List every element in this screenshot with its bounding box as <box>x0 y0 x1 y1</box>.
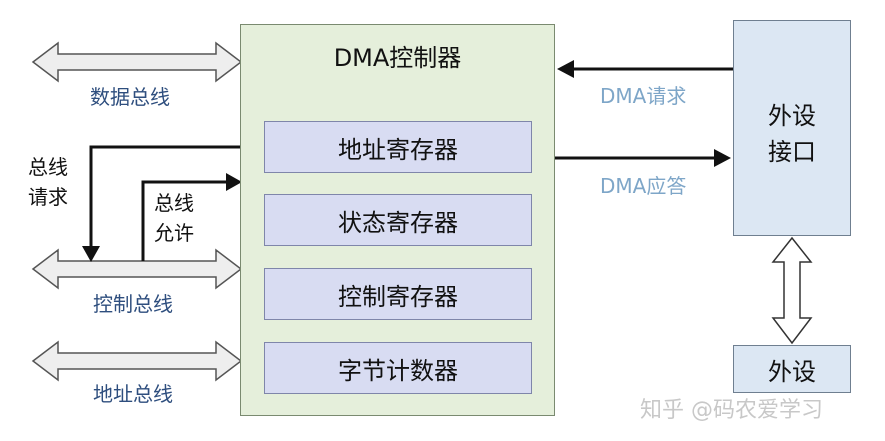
bus-grant-label-line1: 总线 <box>154 191 194 215</box>
data-bus-label: 数据总线 <box>90 85 170 109</box>
address-register: 地址寄存器 <box>264 121 532 173</box>
address-bus-label: 地址总线 <box>93 382 173 406</box>
bus-request-label-line1: 总线 <box>28 155 68 179</box>
control-bus-label: 控制总线 <box>93 292 173 316</box>
bus-grant-line <box>141 180 228 261</box>
bus-grant-arrowhead <box>226 173 242 191</box>
bus-grant-label-line2: 允许 <box>154 221 194 245</box>
peripheral-device-box: 外设 <box>733 345 851 393</box>
dma-controller-title: DMA控制器 <box>333 44 462 72</box>
control-bus-arrow <box>31 248 243 290</box>
status-register: 状态寄存器 <box>264 194 532 246</box>
peripheral-interface-line1: 外设 <box>768 102 816 130</box>
byte-counter: 字节计数器 <box>264 342 532 394</box>
bus-request-line <box>89 145 240 248</box>
interface-device-arrow <box>771 236 813 345</box>
watermark: 知乎 @码农爱学习 <box>640 398 823 423</box>
bus-request-label: 总线 请求 <box>28 152 68 212</box>
bus-request-label-line2: 请求 <box>28 185 68 209</box>
dma-request-label: DMA请求 <box>600 84 687 108</box>
data-bus-arrow <box>31 41 243 83</box>
peripheral-interface-box <box>733 20 851 236</box>
control-register: 控制寄存器 <box>264 268 532 320</box>
dma-ack-label: DMA应答 <box>600 174 687 198</box>
dma-ack-arrowhead <box>714 149 731 167</box>
dma-request-arrowhead <box>557 60 574 78</box>
peripheral-interface-line2: 接口 <box>768 138 816 166</box>
bus-grant-label: 总线 允许 <box>154 188 194 248</box>
address-bus-arrow <box>31 340 243 382</box>
peripheral-interface-label: 外设 接口 <box>733 98 851 170</box>
bus-request-arrowhead <box>82 246 100 262</box>
